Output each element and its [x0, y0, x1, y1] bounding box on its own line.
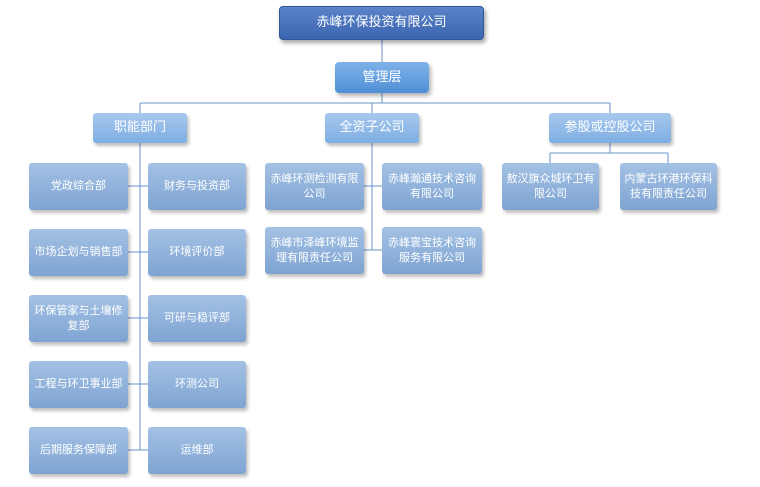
holding-inner-mongolia-tech: 内蒙古环港环保科技有限责任公司 — [620, 163, 717, 210]
dept-operations-maintenance: 运维部 — [148, 427, 246, 474]
dept-marketing-sales: 市场企划与销售部 — [29, 229, 128, 276]
subsidiary-huanbao-consulting: 赤峰寰宝技术咨询服务有限公司 — [382, 227, 482, 274]
subsidiary-chifeng-testing: 赤峰环测检测有限公司 — [265, 163, 364, 210]
dept-env-testing-company: 环测公司 — [148, 361, 246, 408]
subsidiary-hantong-consulting: 赤峰瀚通技术咨询有限公司 — [382, 163, 482, 210]
dept-feasibility-stability: 可研与稳评部 — [148, 295, 246, 342]
category-wholly-owned-subsidiaries: 全资子公司 — [325, 113, 419, 143]
dept-finance-investment: 财务与投资部 — [148, 163, 246, 210]
dept-env-steward-soil-remediation: 环保管家与土壤修复部 — [29, 295, 128, 342]
management-node: 管理层 — [335, 62, 429, 93]
holding-aohan-sanitation: 敖汉旗众城环卫有限公司 — [502, 163, 599, 210]
dept-party-admin: 党政综合部 — [29, 163, 128, 210]
dept-after-service: 后期服务保障部 — [29, 427, 128, 474]
dept-environmental-assessment: 环境评价部 — [148, 229, 246, 276]
dept-engineering-sanitation: 工程与环卫事业部 — [29, 361, 128, 408]
category-functional-departments: 职能部门 — [93, 113, 187, 143]
subsidiary-zefeng-supervision: 赤峰市泽峰环境监理有限责任公司 — [265, 227, 364, 274]
category-holding-companies: 参股或控股公司 — [549, 113, 671, 143]
root-company: 赤峰环保投资有限公司 — [279, 6, 484, 40]
